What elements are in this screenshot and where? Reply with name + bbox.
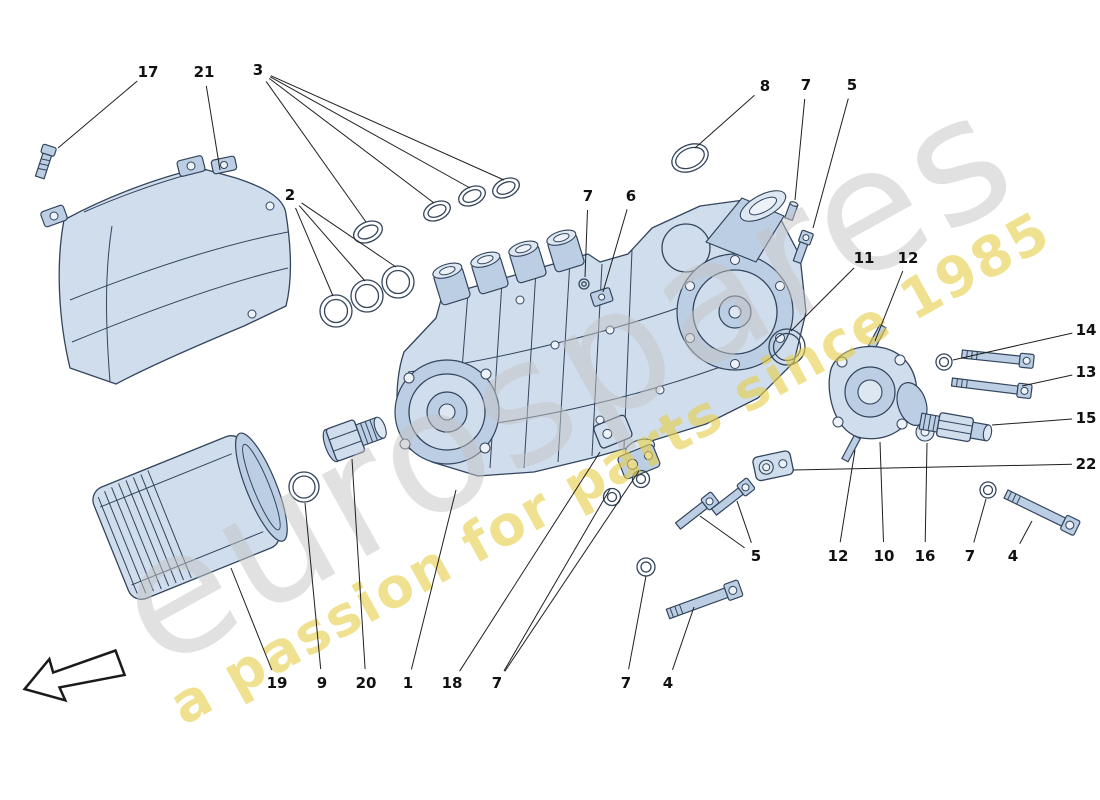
bolt-5-a: [674, 491, 720, 530]
bolt-5-b: [710, 477, 756, 516]
o-ring-8: [671, 143, 709, 173]
washer-7-bottom: [636, 557, 656, 577]
heat-shield: [40, 155, 292, 385]
bolt-4-bottom: [665, 579, 744, 620]
clamp-bracket-22: [752, 450, 794, 482]
shield-bolt: [34, 143, 57, 180]
o-ring-11: [768, 328, 806, 366]
dowel-pin-7: [784, 201, 799, 222]
o-ring-set-2: [319, 265, 415, 328]
bolt-14: [960, 349, 1035, 369]
o-ring-set-3: [353, 177, 520, 244]
washer-7-far-right: [979, 481, 997, 499]
oil-filter: [92, 432, 288, 600]
pump-assembly: [394, 190, 807, 477]
union-15: [918, 412, 993, 443]
union-20: [322, 416, 387, 463]
bolt-5-top: [792, 229, 814, 265]
direction-arrow: [22, 648, 127, 703]
washer-7-right: [935, 353, 953, 371]
o-ring-9: [288, 471, 320, 503]
mounting-bracket: [593, 414, 661, 480]
bolt-13: [950, 377, 1033, 400]
bolt-4-right: [1003, 489, 1081, 536]
water-pump-cover: [828, 323, 935, 463]
washer-7-center-a: [602, 487, 622, 507]
